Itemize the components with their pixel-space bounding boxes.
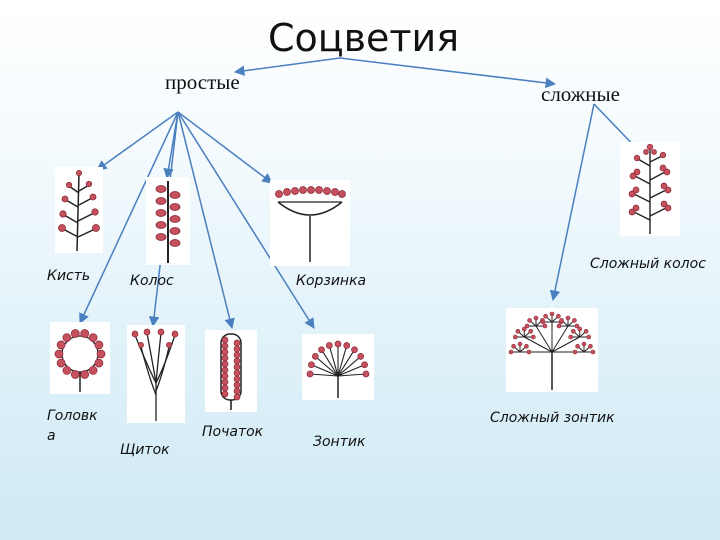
arrow-to-korzinka	[177, 111, 273, 184]
arrow-to-pochatok	[177, 111, 235, 330]
label-kolos: Колос	[130, 273, 174, 289]
arrow-to-slozhny-zontik	[549, 103, 595, 302]
label-golovka-2: а	[47, 428, 56, 444]
group-simple-label: простые	[165, 70, 240, 94]
label-slozhny-kolos: Сложный колос	[590, 256, 706, 272]
arrow-to-golovka	[79, 111, 179, 324]
label-pochatok: Початок	[202, 424, 264, 440]
label-korzinka: Корзинка	[296, 273, 367, 289]
label-kist: Кисть	[47, 268, 91, 284]
spadix-image	[205, 330, 257, 412]
compound-spike-image	[620, 142, 680, 236]
arrow-to-kist	[96, 111, 179, 171]
head-image	[50, 322, 110, 394]
group-complex-label: сложные	[541, 82, 620, 106]
basket-image	[270, 180, 350, 266]
arrow-title-to-simple	[233, 57, 341, 76]
label-shchitok: Щиток	[120, 442, 170, 458]
label-golovka-1: Головк	[47, 408, 98, 424]
arrow-title-to-complex	[339, 57, 557, 89]
page-title: Соцветия	[268, 16, 460, 60]
label-slozhny-zontik: Сложный зонтик	[490, 410, 615, 426]
umbel-image	[302, 334, 374, 400]
arrow-to-zontik	[177, 111, 315, 329]
label-zontik: Зонтик	[313, 434, 366, 450]
raceme-image	[55, 167, 103, 253]
spike-image	[146, 177, 190, 265]
compound-umbel-image	[506, 308, 598, 392]
corymb-image	[127, 325, 185, 423]
